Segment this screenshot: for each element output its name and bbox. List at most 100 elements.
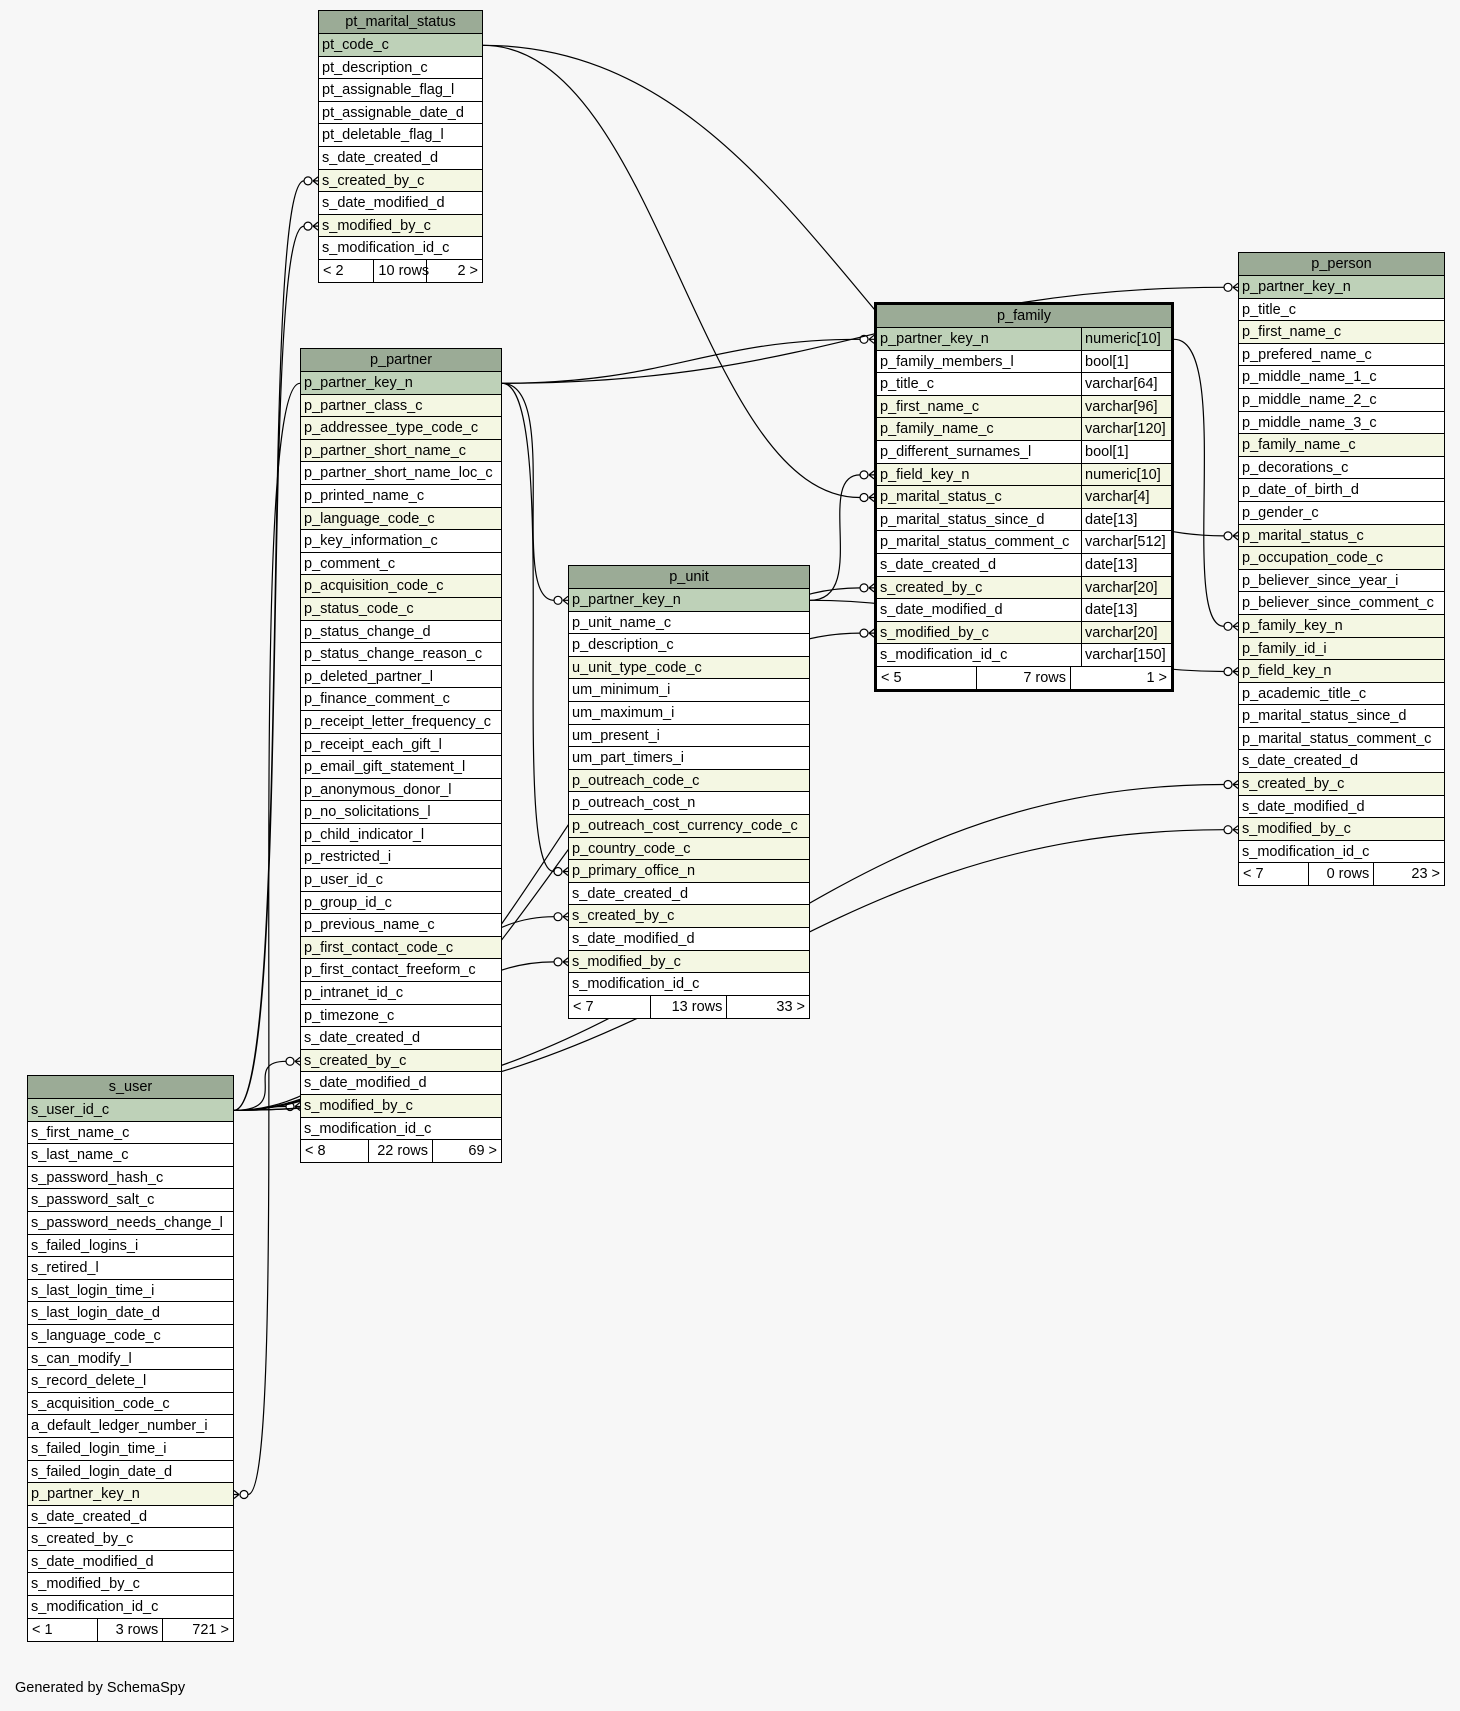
table-title[interactable]: pt_marital_status — [319, 11, 482, 34]
column-row[interactable]: s_created_by_c — [1239, 773, 1444, 796]
column-row[interactable]: p_status_code_c — [301, 597, 501, 621]
column-row[interactable]: pt_assignable_flag_l — [319, 79, 482, 102]
column-row[interactable]: p_first_contact_freeform_c — [301, 959, 501, 983]
column-row[interactable]: p_partner_key_n — [1239, 276, 1444, 299]
column-row[interactable]: um_present_i — [569, 725, 809, 748]
table-title[interactable]: p_person — [1239, 253, 1444, 276]
column-row[interactable]: s_modified_by_c — [1239, 818, 1444, 841]
column-row[interactable]: p_intranet_id_c — [301, 982, 501, 1005]
column-row[interactable]: s_acquisition_code_c — [28, 1393, 233, 1416]
column-row[interactable]: p_language_code_c — [301, 507, 501, 531]
column-row[interactable]: p_group_id_c — [301, 892, 501, 915]
column-row[interactable]: p_no_solicitations_l — [301, 801, 501, 824]
column-row[interactable]: um_part_timers_i — [569, 747, 809, 770]
column-row[interactable]: p_anonymous_donor_l — [301, 779, 501, 802]
column-row[interactable]: p_receipt_letter_frequency_c — [301, 711, 501, 734]
column-row[interactable]: p_partner_short_name_c — [301, 439, 501, 463]
column-row[interactable]: p_occupation_code_c — [1239, 547, 1444, 570]
column-row[interactable]: s_date_modified_d — [301, 1072, 501, 1095]
column-row[interactable]: a_default_ledger_number_i — [28, 1415, 233, 1438]
column-row[interactable]: s_date_modified_d — [1239, 796, 1444, 819]
column-row[interactable]: s_user_id_c — [28, 1099, 233, 1122]
column-row[interactable]: p_prefered_name_c — [1239, 344, 1444, 367]
column-row[interactable]: p_gender_c — [1239, 502, 1444, 525]
column-row[interactable]: p_believer_since_comment_c — [1239, 592, 1444, 615]
column-row[interactable]: p_child_indicator_l — [301, 824, 501, 847]
column-row[interactable]: p_deleted_partner_l — [301, 666, 501, 689]
column-row[interactable]: s_modification_id_c — [569, 973, 809, 996]
column-row[interactable]: p_outreach_cost_currency_code_c — [569, 814, 809, 838]
column-row[interactable]: s_modified_by_c — [569, 950, 809, 974]
column-row[interactable]: p_family_key_n — [1239, 614, 1444, 638]
column-row[interactable]: s_last_login_date_d — [28, 1302, 233, 1325]
column-row[interactable]: s_language_code_c — [28, 1325, 233, 1348]
column-row[interactable]: p_addressee_type_code_c — [301, 417, 501, 440]
column-row[interactable]: p_marital_status_c — [1239, 524, 1444, 548]
column-row[interactable]: p_family_id_i — [1239, 637, 1444, 661]
column-row[interactable]: p_believer_since_year_i — [1239, 570, 1444, 593]
column-row[interactable]: p_middle_name_1_c — [1239, 366, 1444, 389]
column-row[interactable]: s_created_by_c — [569, 905, 809, 928]
column-row[interactable]: s_modification_id_c — [1239, 841, 1444, 864]
column-row[interactable]: p_finance_comment_c — [301, 688, 501, 711]
table-title[interactable]: p_family — [877, 305, 1171, 328]
column-row[interactable]: p_acquisition_code_c — [301, 575, 501, 598]
column-row[interactable]: p_description_c — [569, 634, 809, 657]
column-row[interactable]: s_record_delete_l — [28, 1370, 233, 1393]
column-row[interactable]: s_date_created_d — [569, 883, 809, 906]
column-row[interactable]: p_title_c — [1239, 299, 1444, 322]
column-row[interactable]: s_last_login_time_i — [28, 1280, 233, 1303]
table-title[interactable]: p_partner — [301, 349, 501, 372]
column-row[interactable]: um_minimum_i — [569, 679, 809, 702]
column-row[interactable]: p_printed_name_c — [301, 485, 501, 508]
column-row[interactable]: p_receipt_each_gift_l — [301, 734, 501, 757]
table-title[interactable]: p_unit — [569, 566, 809, 589]
column-row[interactable]: p_restricted_i — [301, 846, 501, 870]
column-row[interactable]: p_comment_c — [301, 553, 501, 576]
column-row[interactable]: p_outreach_code_c — [569, 769, 809, 793]
column-row[interactable]: u_unit_type_code_c — [569, 656, 809, 680]
column-row[interactable]: s_modified_by_c — [319, 214, 482, 238]
table-title[interactable]: s_user — [28, 1076, 233, 1099]
column-row[interactable]: s_date_modified_d — [319, 192, 482, 215]
column-row[interactable]: p_primary_office_n — [569, 860, 809, 883]
column-row[interactable]: um_maximum_i — [569, 702, 809, 725]
column-row[interactable]: s_password_hash_c — [28, 1167, 233, 1190]
column-row[interactable]: p_key_information_c — [301, 530, 501, 553]
column-row[interactable]: p_partner_class_c — [301, 394, 501, 418]
column-row[interactable]: p_marital_status_comment_c — [1239, 728, 1444, 751]
column-row[interactable]: p_middle_name_2_c — [1239, 389, 1444, 412]
column-row[interactable]: s_created_by_c — [301, 1049, 501, 1073]
column-row[interactable]: p_outreach_cost_n — [569, 792, 809, 815]
column-row[interactable]: p_partner_key_n — [28, 1483, 233, 1506]
column-row[interactable]: s_date_modified_d — [569, 928, 809, 951]
column-row[interactable]: p_email_gift_statement_l — [301, 756, 501, 779]
column-row[interactable]: p_partner_key_n — [569, 589, 809, 612]
column-row[interactable]: s_last_name_c — [28, 1144, 233, 1167]
column-row[interactable]: s_date_created_d — [28, 1506, 233, 1529]
column-row[interactable]: p_middle_name_3_c — [1239, 412, 1444, 435]
column-row[interactable]: p_date_of_birth_d — [1239, 479, 1444, 502]
column-row[interactable]: p_status_change_d — [301, 621, 501, 644]
column-row[interactable]: p_field_key_n — [1239, 660, 1444, 683]
column-row[interactable]: p_country_code_c — [569, 837, 809, 861]
column-row[interactable]: s_date_created_d — [319, 147, 482, 170]
column-row[interactable]: s_modified_by_c — [28, 1573, 233, 1597]
column-row[interactable]: p_family_name_c — [1239, 434, 1444, 457]
